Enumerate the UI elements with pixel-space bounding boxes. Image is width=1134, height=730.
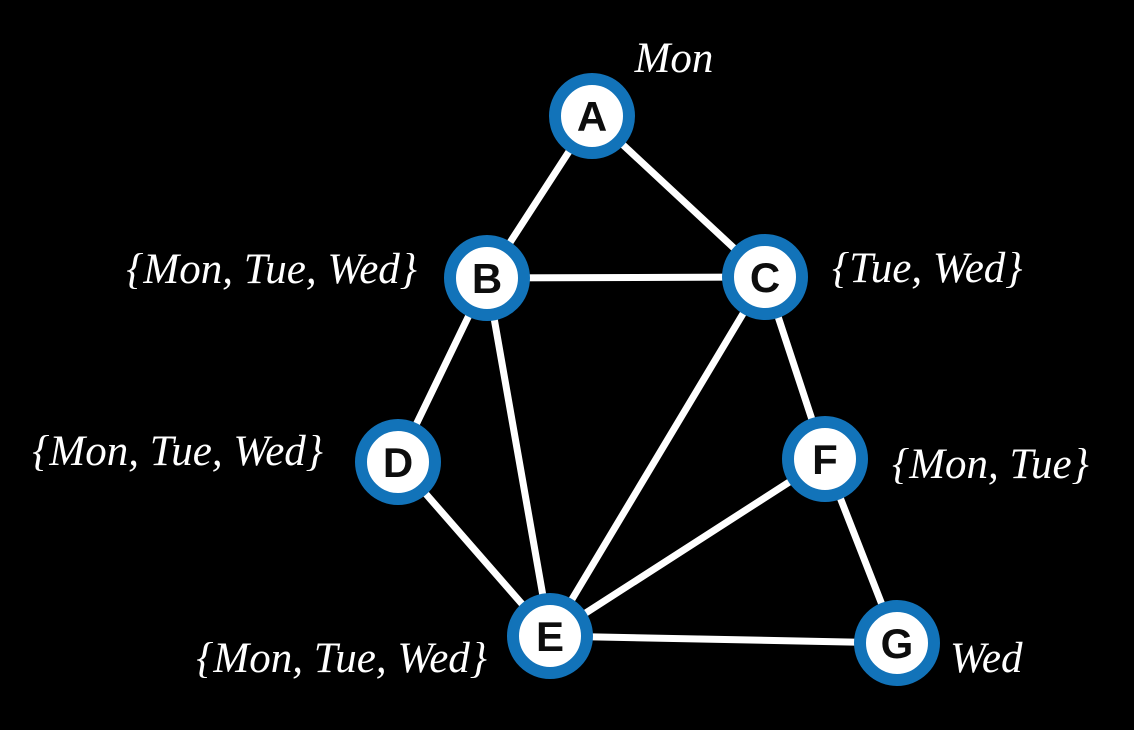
node-letter-E: E [536,613,564,660]
node-letter-D: D [383,439,413,486]
node-C: C [722,234,808,320]
edge-C-E [546,273,769,640]
node-circle-A [549,73,635,159]
nodes-layer: A B C D E F G [355,73,940,686]
node-circle-B [444,235,530,321]
domain-label-E: {Mon, Tue, Wed} [196,635,487,682]
edge-E-G [546,632,901,647]
node-letter-A: A [577,93,607,140]
node-G: G [854,600,940,686]
labels-layer: Mon {Mon, Tue, Wed} {Tue, Wed} {Mon, Tue, W… [32,35,1089,682]
node-letter-G: G [881,620,914,667]
edge-B-E [483,274,554,640]
node-B: B [444,235,530,321]
node-letter-C: C [750,254,780,301]
node-circle-D [355,419,441,505]
node-F: F [782,416,868,502]
domain-label-G: Wed [950,635,1023,682]
node-circle-F [782,416,868,502]
domain-label-D: {Mon, Tue, Wed} [32,428,323,475]
domain-label-A: Mon [634,35,714,82]
node-letter-F: F [812,436,838,483]
domain-label-C: {Tue, Wed} [832,245,1022,292]
edge-B-C [483,273,769,282]
node-A: A [549,73,635,159]
node-D: D [355,419,441,505]
edge-E-F [546,455,829,640]
node-E: E [507,593,593,679]
node-circle-C [722,234,808,320]
domain-label-B: {Mon, Tue, Wed} [126,246,417,293]
domain-label-F: {Mon, Tue} [892,441,1089,488]
node-circle-E [507,593,593,679]
node-circle-G [854,600,940,686]
node-letter-B: B [472,255,502,302]
